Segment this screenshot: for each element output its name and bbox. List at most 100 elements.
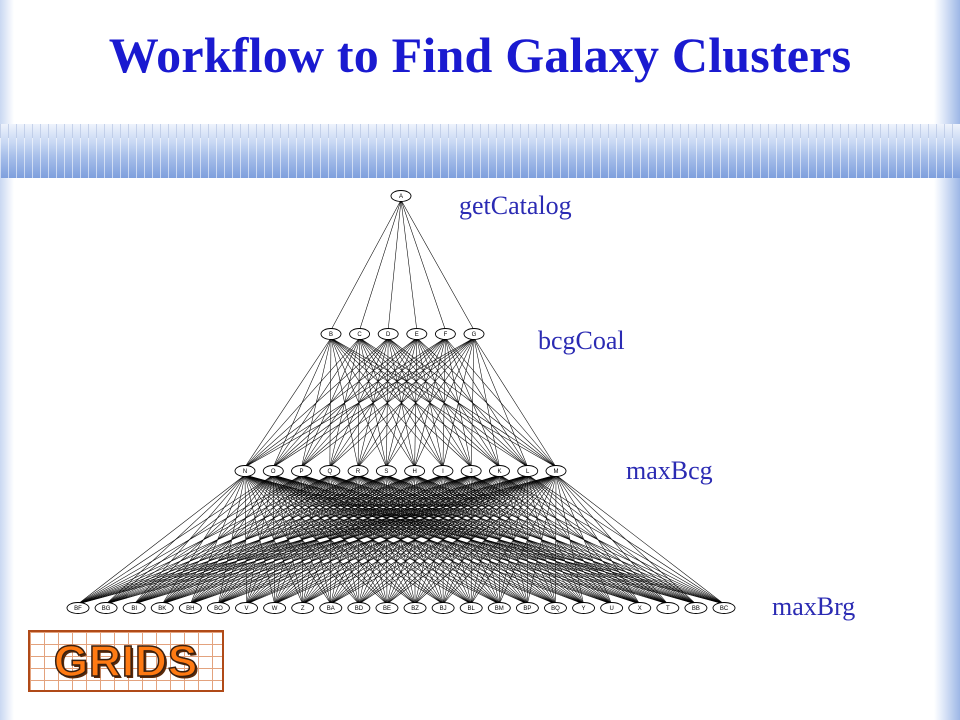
graph-node-shape (406, 328, 428, 340)
graph-node: Q (319, 465, 341, 477)
graph-node-label: BM (495, 606, 504, 612)
graph-node: F (434, 328, 456, 340)
graph-node-shape (291, 465, 312, 477)
graph-node: BH (178, 602, 202, 614)
graph-node-label: D (386, 332, 391, 338)
graph-node-shape (434, 328, 456, 340)
graph-node: J (460, 465, 482, 477)
graph-node: BA (319, 602, 343, 614)
graph-node-label: BH (186, 606, 194, 612)
graph-node-label: E (415, 332, 419, 338)
graph-node-label: B (329, 332, 333, 338)
graph-node-label: Y (582, 606, 586, 612)
graph-node-shape (431, 602, 455, 614)
graph-edge (473, 337, 528, 468)
graph-edge (301, 337, 475, 468)
level-label-bcgcoal: bcgCoal (538, 326, 625, 355)
title-decoration-band (0, 124, 960, 178)
graph-node-shape (291, 602, 315, 614)
graph-edge (555, 474, 697, 605)
graph-node-shape (262, 465, 284, 477)
graph-node: I (432, 465, 454, 477)
graph-node-shape (517, 465, 539, 477)
graph-node-shape (487, 602, 511, 614)
graph-edge (358, 474, 557, 605)
graph-node-shape (375, 465, 397, 477)
graph-edge (77, 474, 528, 605)
graph-node-shape (600, 602, 624, 614)
graph-node-label: X (638, 606, 642, 612)
graph-node-label: H (412, 469, 416, 475)
graph-node: C (349, 328, 371, 340)
graph-node-label: BG (102, 606, 111, 612)
graph-node: B (320, 328, 342, 340)
level-label-maxbrg: maxBrg (772, 592, 856, 621)
graph-node: D (377, 328, 399, 340)
graph-edge (77, 474, 444, 605)
graph-node: BM (487, 602, 511, 614)
graph-node-label: T (666, 606, 670, 612)
graph-edge (162, 474, 557, 605)
graph-node: G (463, 328, 485, 340)
graph-edge (244, 337, 332, 468)
graph-edge (386, 474, 557, 605)
graph-node-shape (122, 602, 146, 614)
graph-edge (387, 199, 402, 331)
graph-node-label: U (609, 606, 613, 612)
slide-title: Workflow to Find Galaxy Clusters (108, 27, 852, 83)
graph-node-shape (403, 602, 427, 614)
graph-node: BZ (403, 602, 427, 614)
graph-edge (274, 474, 557, 605)
graph-node-label: G (472, 332, 477, 338)
graph-edge (555, 474, 612, 605)
graph-node-shape (628, 602, 652, 614)
graph-node-label: S (384, 469, 388, 475)
graph-edge (302, 474, 557, 605)
graph-edge (244, 337, 446, 468)
graph-node-shape (235, 602, 258, 614)
graph-edge (77, 474, 359, 605)
graph-edge (357, 337, 475, 468)
graph-node-label: BC (720, 606, 729, 612)
graph-node-label: C (357, 332, 362, 338)
graph-edge (77, 474, 302, 605)
graph-edge (473, 337, 557, 468)
graph-node-label: W (272, 606, 278, 612)
graph-edge (244, 337, 360, 468)
graph-node-shape (377, 328, 399, 340)
graph-node-label: K (497, 469, 501, 475)
graph-node-label: Q (327, 469, 332, 475)
level-label-getcatalog: getCatalog (459, 191, 572, 220)
graph-edge (442, 474, 557, 605)
graph-node: L (517, 465, 539, 477)
graph-node-shape (684, 602, 708, 614)
graph-node: R (347, 465, 369, 477)
graph-node: X (628, 602, 652, 614)
graph-node-shape (656, 602, 680, 614)
graph-node-shape (263, 602, 287, 614)
graph-node-shape (349, 328, 371, 340)
graph-node: A (390, 190, 412, 202)
graph-edge (442, 337, 475, 468)
graph-node: BE (375, 602, 399, 614)
graph-node-shape (319, 602, 343, 614)
graph-edges (77, 199, 725, 605)
level-label-maxbcg: maxBcg (626, 456, 713, 485)
graph-node: BF (66, 602, 90, 614)
graph-edge (329, 337, 475, 468)
graph-node-shape (178, 602, 202, 614)
graph-edge (400, 199, 446, 331)
graph-edge (400, 199, 418, 331)
graph-node-shape (347, 602, 371, 614)
graph-edge (77, 474, 500, 605)
graph-node: K (489, 465, 510, 477)
graph-node-shape (545, 465, 567, 477)
graph-edge (77, 474, 557, 605)
graph-edge (77, 474, 415, 605)
graph-node: BC (712, 602, 736, 614)
graph-node-label: BQ (551, 606, 560, 612)
graph-node: E (406, 328, 428, 340)
graph-edge (359, 199, 402, 331)
graph-node: BK (150, 602, 174, 614)
